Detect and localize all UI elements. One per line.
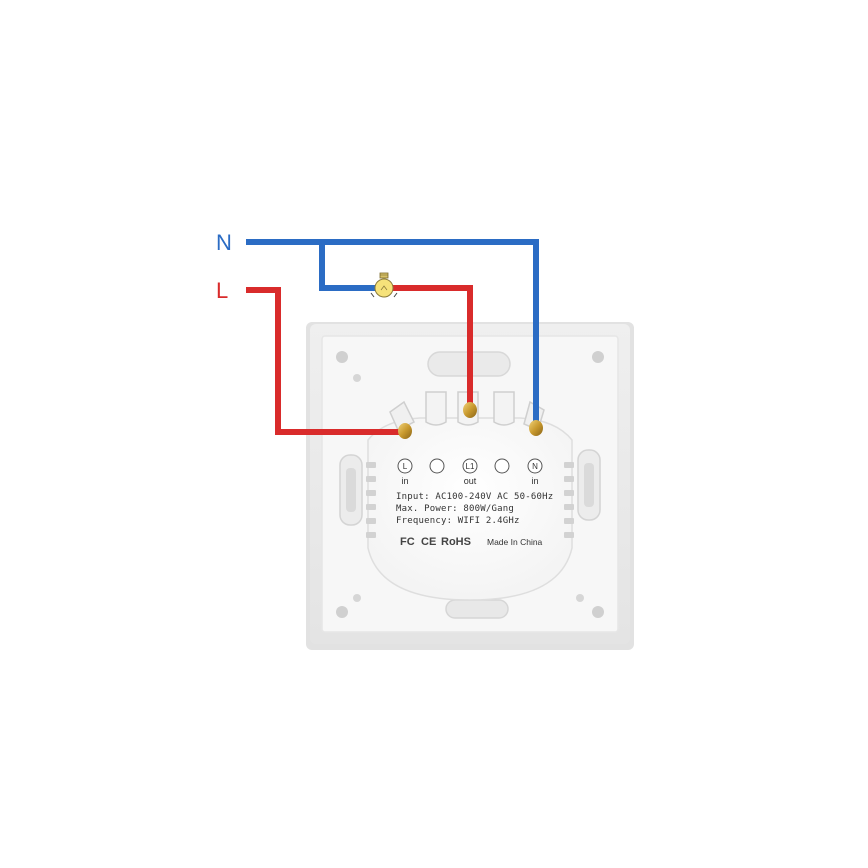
light-bulb-icon: [370, 272, 398, 298]
live-wire-in: [246, 287, 404, 435]
terminal-letter: L: [403, 462, 408, 471]
live-wire-out: [384, 285, 473, 410]
screw-terminal-l-in: [398, 423, 412, 439]
terminal-sub-label: in: [401, 476, 408, 486]
ce-mark: CE: [421, 536, 436, 548]
neutral-label: N: [216, 230, 232, 255]
spec-power: Max. Power: 800W/Gang: [396, 504, 514, 514]
neutral-wire: [246, 239, 539, 426]
side-latch-left-slot: [346, 468, 356, 512]
wires: [246, 239, 539, 435]
terminal-sub-label: in: [531, 476, 538, 486]
terminal-marker: [494, 458, 510, 474]
spec-input: Input: AC100-240V AC 50-60Hz: [396, 492, 553, 502]
terminal-marker-circle: [462, 458, 478, 474]
mounting-hole: [592, 606, 604, 618]
module-vents-left: [366, 462, 376, 538]
terminal-letter: L1: [466, 462, 475, 471]
mounting-hole: [592, 351, 604, 363]
terminal-markers: Lin L1 out Nin: [397, 458, 543, 486]
screw-dot: [353, 594, 361, 602]
screw-terminal-n-in: [529, 420, 543, 436]
screw-dot: [353, 374, 361, 382]
terminal-marker: L1 out: [462, 458, 478, 486]
module-vents-right: [564, 462, 574, 538]
terminal-letter: N: [532, 462, 538, 471]
terminal-marker-circle: [527, 458, 543, 474]
made-in-label: Made In China: [487, 537, 543, 547]
mounting-hole: [336, 606, 348, 618]
screw-terminal-l1-out: [463, 402, 477, 418]
mounting-hole: [336, 351, 348, 363]
terminal-marker-circle: [397, 458, 413, 474]
live-label: L: [216, 278, 228, 303]
rohs-mark: RoHS: [441, 536, 471, 548]
terminal-marker-circle: [494, 458, 510, 474]
screw-dot: [576, 594, 584, 602]
terminal-marker: [429, 458, 445, 474]
screw-terminals: [398, 402, 543, 439]
side-latch-right-slot: [584, 463, 594, 507]
neutral-wire-to-lamp: [319, 242, 384, 291]
module-body: [367, 417, 573, 601]
fc-mark: FC: [400, 536, 415, 548]
terminal-marker: Nin: [527, 458, 543, 486]
terminal-sub-label: out: [464, 476, 477, 486]
terminal-marker: Lin: [397, 458, 413, 486]
bottom-slot: [445, 599, 509, 619]
spec-frequency: Frequency: WIFI 2.4GHz: [396, 516, 520, 526]
terminal-marker-circle: [429, 458, 445, 474]
